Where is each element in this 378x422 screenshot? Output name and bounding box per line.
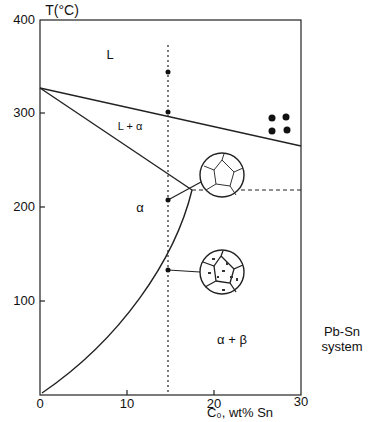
liquidus-line bbox=[40, 88, 301, 146]
tick bbox=[40, 300, 45, 301]
solvus-line bbox=[42, 190, 192, 393]
state-point bbox=[166, 110, 171, 115]
tick-label: 0 bbox=[36, 397, 43, 412]
state-point bbox=[166, 268, 171, 273]
tick bbox=[40, 112, 45, 113]
axis-title: C₀, wt% Sn bbox=[207, 406, 273, 421]
liquid-drop bbox=[283, 114, 290, 121]
leader-line bbox=[168, 270, 200, 272]
state-point bbox=[166, 198, 171, 203]
axis-title: T(°C) bbox=[45, 2, 79, 18]
solidus-line bbox=[40, 88, 192, 190]
tick-label: 300 bbox=[13, 106, 35, 121]
state-point bbox=[166, 70, 171, 75]
tick-label: 30 bbox=[294, 395, 308, 410]
leader-line bbox=[168, 182, 201, 200]
tick-label: 10 bbox=[120, 397, 134, 412]
tick-label: 200 bbox=[13, 200, 35, 215]
plot-frame bbox=[40, 20, 301, 395]
phase-label: α bbox=[136, 201, 144, 216]
phase-label: L bbox=[106, 48, 113, 63]
liquid-drop bbox=[284, 127, 291, 134]
tick-label: 100 bbox=[13, 294, 35, 309]
phase-label: α + β bbox=[217, 333, 247, 348]
microstructure-alpha bbox=[200, 153, 244, 197]
phase-label: L + α bbox=[118, 120, 143, 133]
composition-line bbox=[167, 45, 168, 395]
tick bbox=[126, 390, 127, 395]
microstructure-alpha-beta bbox=[200, 250, 244, 294]
liquid-drop bbox=[269, 128, 276, 135]
tick bbox=[40, 206, 45, 207]
liquid-drop bbox=[269, 115, 276, 122]
tick-label: 400 bbox=[13, 13, 35, 28]
system-label: Pb-Sn system bbox=[310, 325, 374, 355]
tick bbox=[213, 390, 214, 395]
